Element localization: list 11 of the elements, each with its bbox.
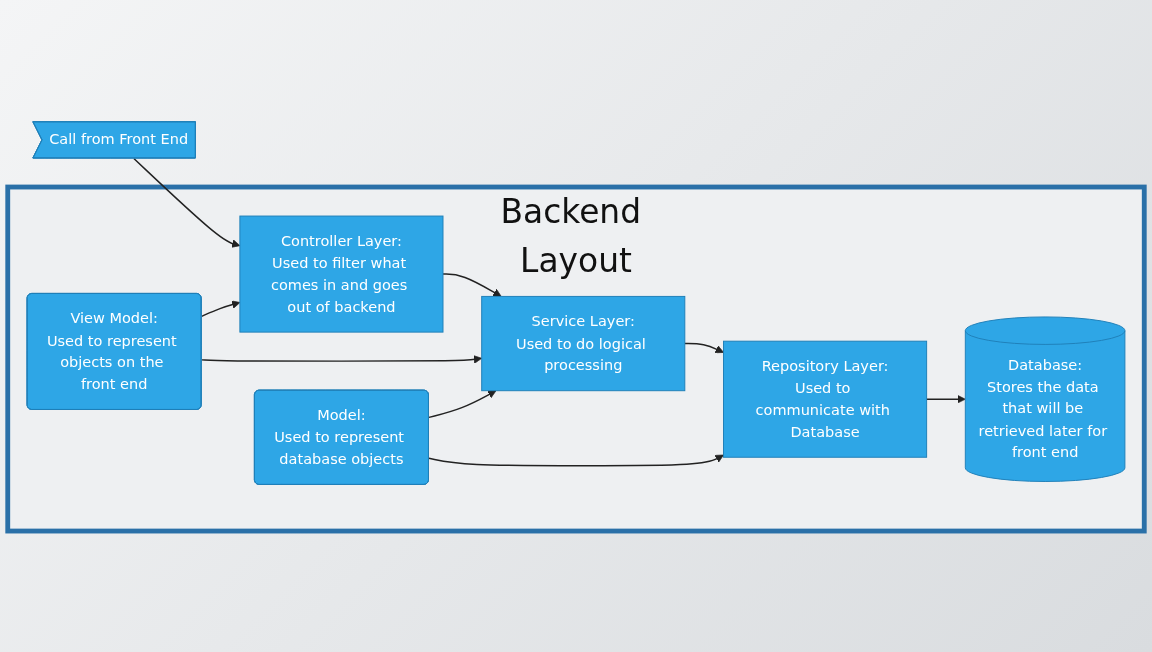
arrow xyxy=(428,389,497,418)
arrow xyxy=(442,272,502,297)
arrow xyxy=(133,157,241,248)
arrow xyxy=(925,394,966,404)
arrow xyxy=(200,354,483,364)
node-box: Service Layer: Used to do logical processing xyxy=(481,295,686,391)
node-box: Repository Layer: Used to communicate with Database xyxy=(723,340,928,458)
arrow xyxy=(200,300,241,317)
node-box: Controller Layer: Used to filter what comes in and goes out of backend xyxy=(239,215,444,333)
arrow xyxy=(428,454,724,467)
arrow xyxy=(684,342,724,353)
